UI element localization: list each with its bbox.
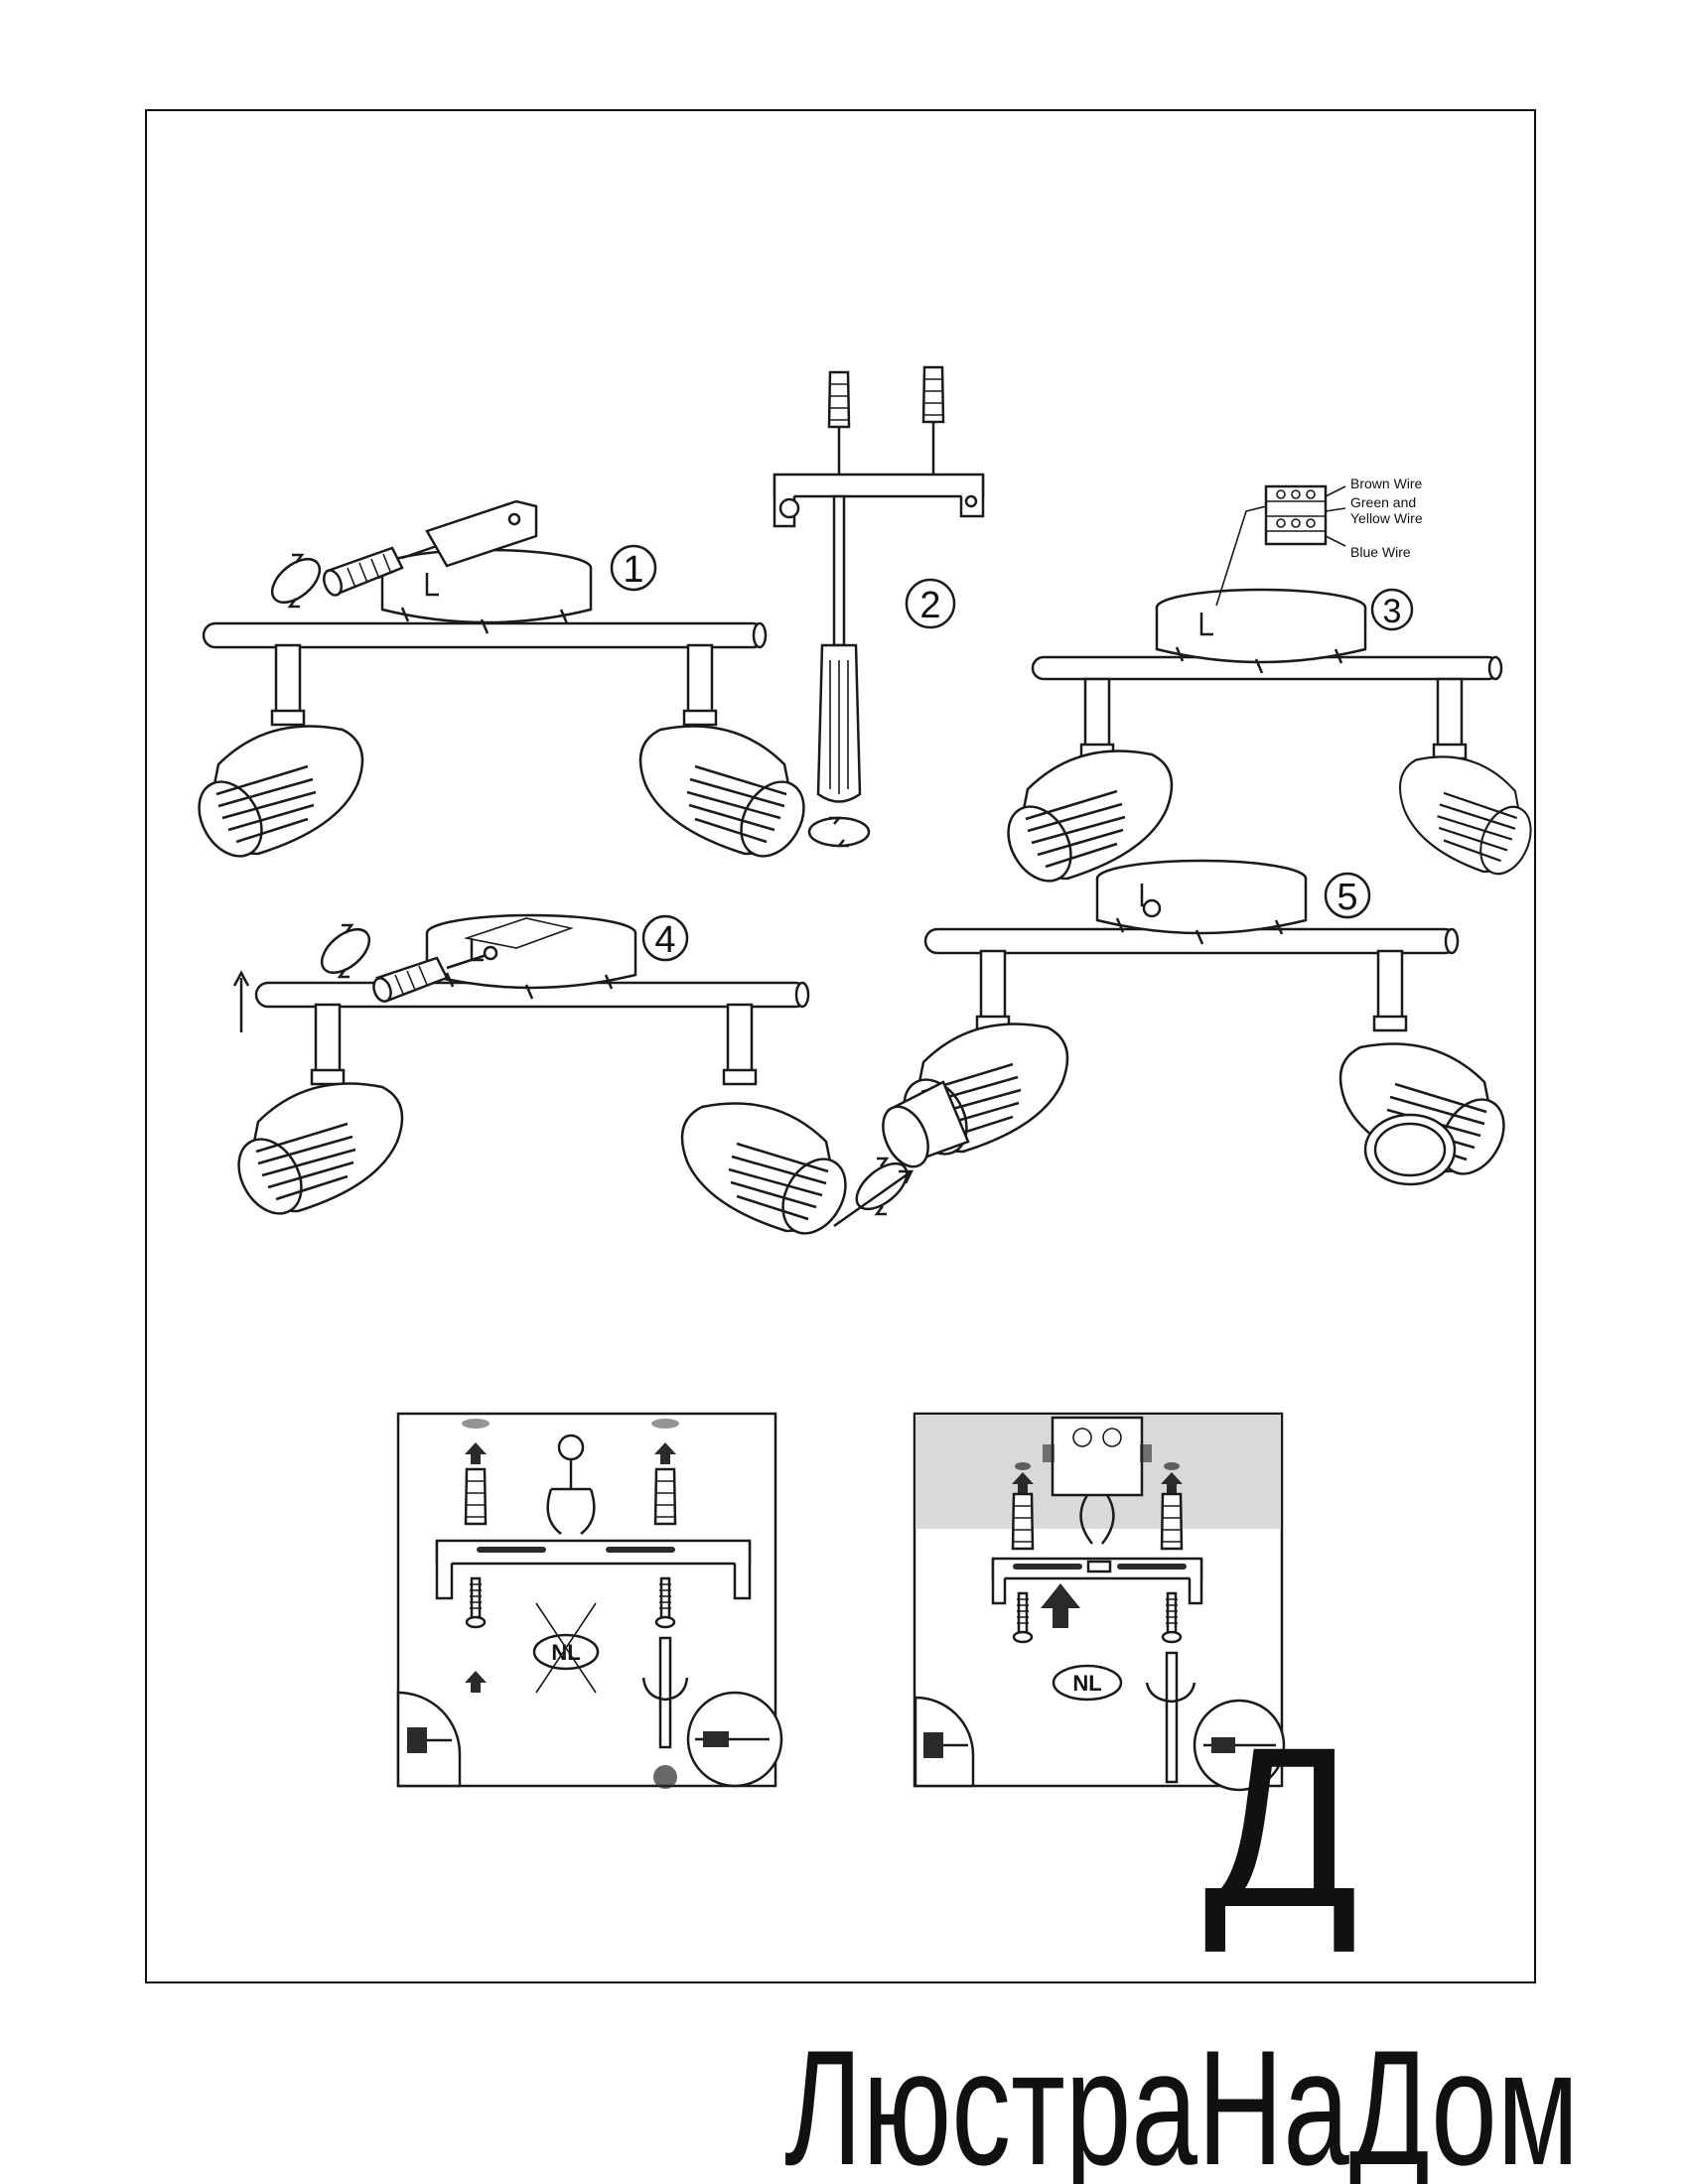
step-4-number: 4 [654, 919, 675, 961]
step-2-illustration [773, 365, 985, 848]
nl-badge-left: NL [551, 1640, 580, 1665]
step-3-illustration [994, 484, 1542, 893]
watermark: Д ЛюстраНаДом [784, 1700, 1579, 2184]
step-3-number: 3 [1383, 593, 1402, 630]
step-1-badge: 1 [610, 544, 657, 592]
step-5-number: 5 [1336, 877, 1357, 918]
watermark-monogram: Д [1203, 1700, 1358, 1955]
page-frame [145, 109, 1536, 1983]
step-1-number: 1 [623, 549, 643, 591]
step-1-illustration [185, 499, 818, 869]
step-5-illustration [833, 859, 1518, 1228]
blue-wire-label: Blue Wire [1350, 544, 1411, 560]
step-5-badge: 5 [1324, 872, 1371, 919]
step-3-badge: 3 [1370, 588, 1414, 631]
nl-badge-right: NL [1072, 1671, 1101, 1696]
step-4-badge: 4 [641, 914, 689, 962]
mounting-panel-right: NL [913, 1412, 1286, 1792]
mounting-panel-left: NL [396, 1412, 783, 1789]
step-2-number: 2 [919, 585, 940, 626]
green-yellow-wire-label-1: Green and [1350, 494, 1416, 510]
watermark-text: ЛюстраНаДом [784, 2016, 1579, 2184]
green-yellow-wire-label-2: Yellow Wire [1350, 510, 1423, 526]
step-2-badge: 2 [905, 578, 956, 629]
brown-wire-label: Brown Wire [1350, 476, 1423, 491]
step-4-illustration [224, 913, 860, 1246]
